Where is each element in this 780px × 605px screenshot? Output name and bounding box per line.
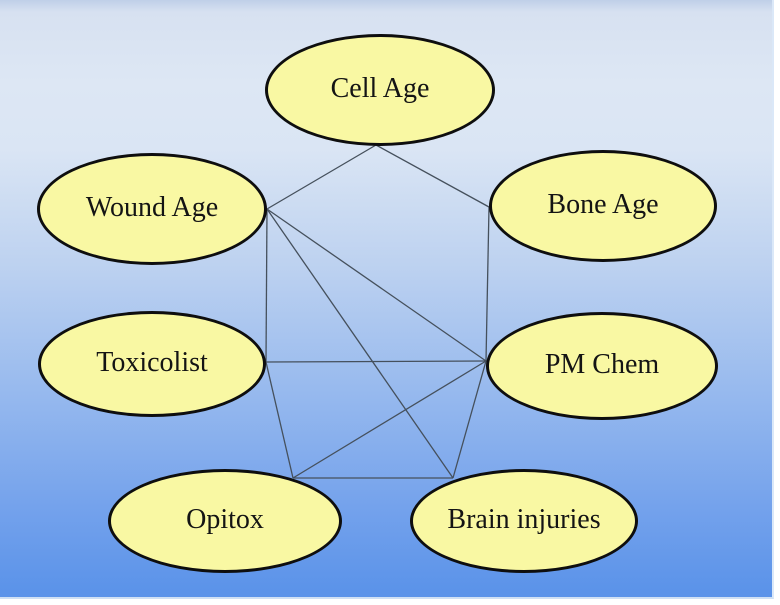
edge-wound-age--toxicolist	[265, 208, 268, 363]
edge-toxicolist--opitox	[265, 361, 294, 479]
edge-pm-chem--opitox	[292, 360, 487, 479]
edge-wound-age--pm-chem	[266, 208, 487, 362]
node-label-wound-age: Wound Age	[85, 192, 219, 223]
node-label-toxicolist: Toxicolist	[96, 347, 208, 378]
node-bone-age: Bone Age	[489, 150, 717, 262]
edge-cell-age--wound-age	[266, 144, 377, 210]
node-cell-age: Cell Age	[265, 34, 495, 146]
node-toxicolist: Toxicolist	[38, 311, 266, 417]
node-pm-chem: PM Chem	[486, 312, 718, 420]
edge-bone-age--pm-chem	[485, 206, 490, 362]
edge-cell-age--bone-age	[375, 144, 490, 208]
node-label-opitox: Opitox	[186, 504, 264, 535]
node-wound-age: Wound Age	[37, 153, 267, 265]
node-label-cell-age: Cell Age	[330, 73, 430, 104]
node-label-brain-injuries: Brain injuries	[447, 504, 601, 535]
edge-pm-chem--brain-injuries	[452, 360, 487, 479]
node-label-pm-chem: PM Chem	[544, 349, 660, 380]
node-brain-injuries: Brain injuries	[410, 469, 638, 573]
node-opitox: Opitox	[108, 469, 342, 573]
edge-wound-age--brain-injuries	[266, 208, 454, 479]
node-label-bone-age: Bone Age	[547, 189, 659, 220]
edge-toxicolist--pm-chem	[265, 360, 487, 363]
edge-lines-layer	[265, 144, 490, 479]
